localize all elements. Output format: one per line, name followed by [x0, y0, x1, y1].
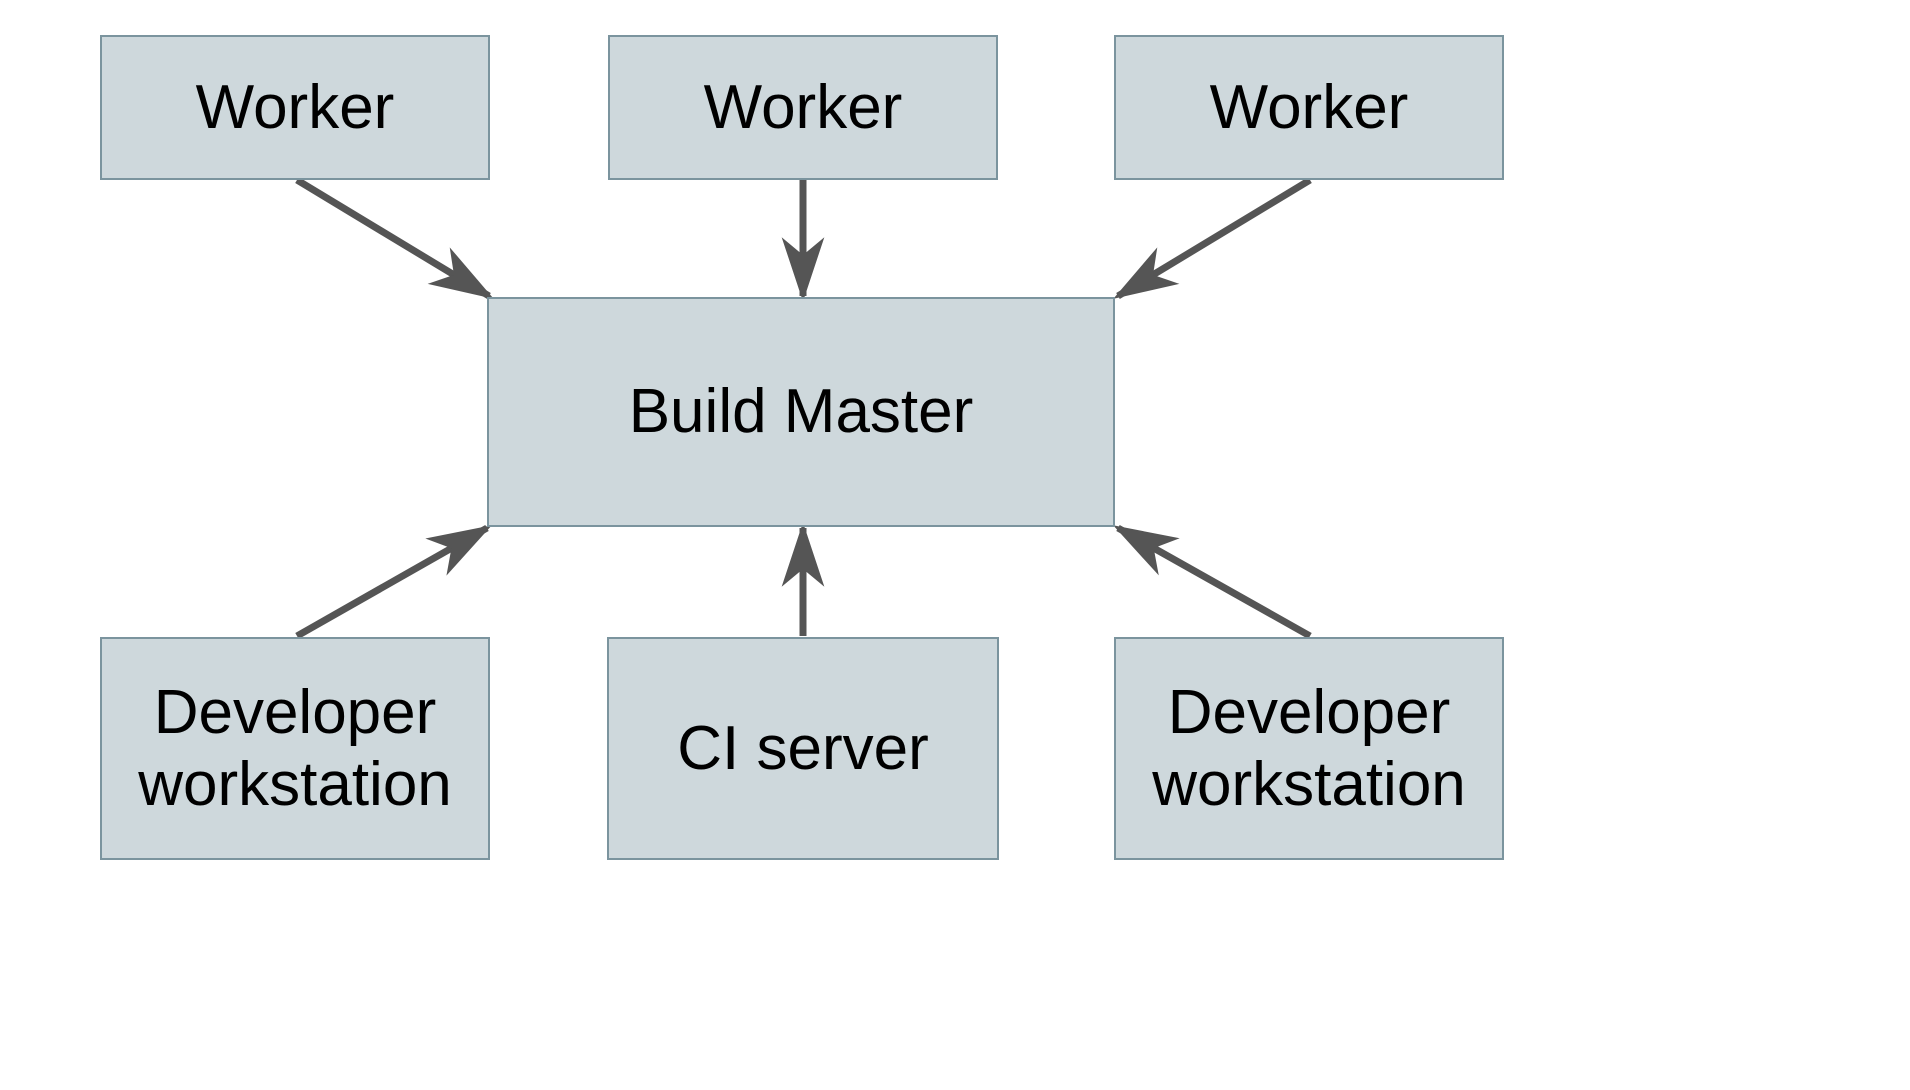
- node-ci-server-label: CI server: [677, 713, 929, 783]
- node-developer-workstation-right-label: Developer workstation: [1152, 677, 1466, 819]
- edge-devws-left-to-master: [295, 524, 492, 640]
- node-worker-1[interactable]: Worker: [100, 35, 490, 180]
- node-developer-workstation-left-label: Developer workstation: [138, 677, 452, 819]
- node-build-master-label: Build Master: [628, 377, 974, 447]
- node-worker-2-label: Worker: [703, 72, 903, 142]
- node-worker-1-label: Worker: [195, 72, 395, 142]
- node-developer-workstation-right[interactable]: Developer workstation: [1114, 637, 1504, 860]
- node-ci-server[interactable]: CI server: [607, 637, 999, 860]
- edge-worker3-to-master: [1113, 177, 1312, 299]
- node-worker-3-label: Worker: [1209, 72, 1409, 142]
- node-developer-workstation-left[interactable]: Developer workstation: [100, 637, 490, 860]
- edge-devws-right-to-master: [1113, 524, 1312, 640]
- node-build-master[interactable]: Build Master: [487, 297, 1115, 527]
- node-worker-3[interactable]: Worker: [1114, 35, 1504, 180]
- edge-worker1-to-master: [295, 177, 494, 299]
- node-worker-2[interactable]: Worker: [608, 35, 998, 180]
